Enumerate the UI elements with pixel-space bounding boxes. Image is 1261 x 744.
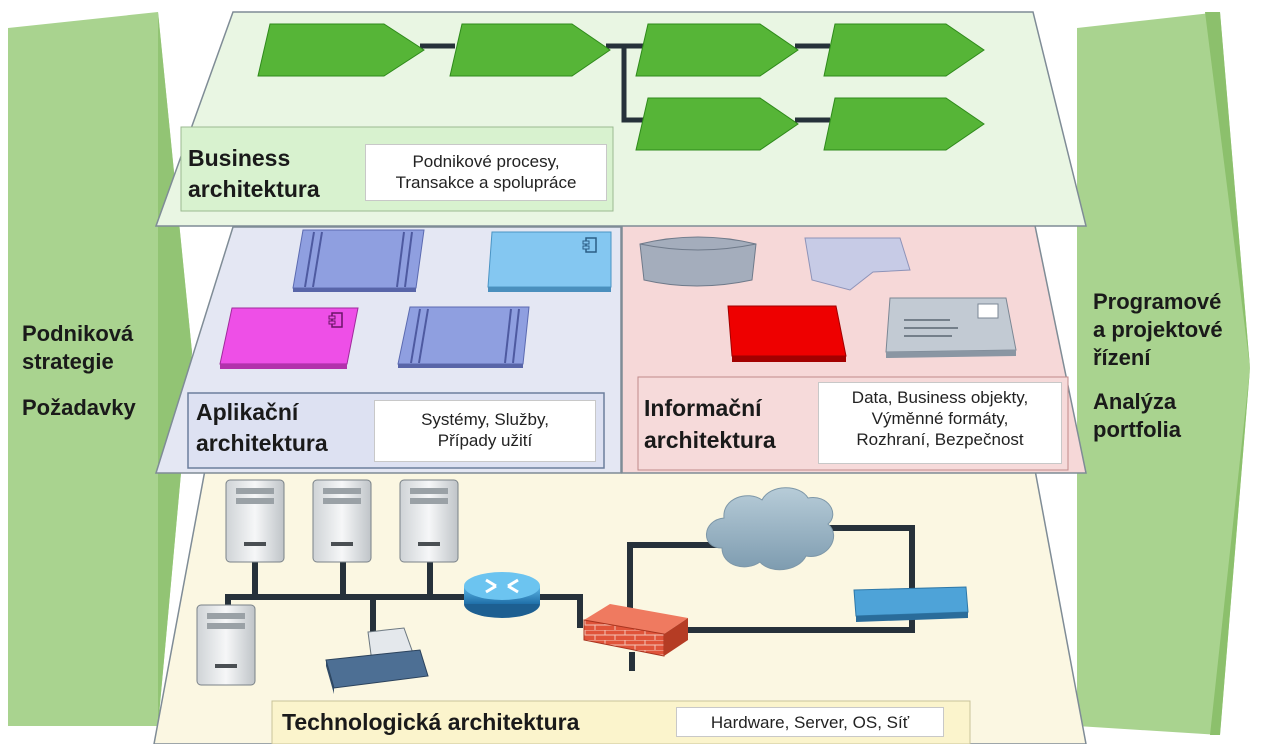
firewall-icon: [583, 604, 688, 657]
business-description-line1: Podnikové procesy,: [412, 152, 560, 171]
application-title-line2: architektura: [196, 430, 328, 456]
business-description: Podnikové procesy, Transakce a spoluprác…: [365, 144, 607, 201]
information-description-line1: Data, Business objekty,: [851, 388, 1029, 407]
program-label-line2: a projektové: [1093, 317, 1223, 342]
printer-icon: [325, 627, 429, 694]
information-title-line2: architektura: [644, 427, 776, 453]
technology-description: Hardware, Server, OS, Síť: [676, 707, 944, 737]
information-description-line2: Výměnné formáty,: [871, 409, 1009, 428]
business-title: Business architektura: [188, 144, 360, 204]
portfolio-label: Analýza: [1093, 389, 1177, 414]
application-title-line1: Aplikační: [196, 399, 299, 425]
server-icon: [312, 479, 372, 563]
router-icon: [464, 572, 540, 618]
application-title: Aplikační architektura: [196, 398, 368, 458]
portfolio-label-line2: portfolia: [1093, 417, 1181, 442]
process-step-arrow: [635, 23, 799, 77]
process-connectors: [420, 43, 830, 123]
business-description-line2: Transakce a spolupráce: [395, 173, 577, 192]
business-title-line2: architektura: [188, 176, 320, 202]
component-block-icon: [487, 231, 612, 292]
database-icon: [639, 236, 757, 287]
process-step-arrow: [449, 23, 611, 77]
network-cables: [225, 525, 915, 671]
server-icon: [225, 479, 285, 563]
system-block-icon: [397, 306, 530, 368]
server-icon: [196, 604, 256, 686]
technology-title: Technologická architektura: [282, 709, 580, 735]
document-flow-icon: [804, 237, 911, 291]
program-label: Programové: [1093, 289, 1222, 314]
process-step-arrow: [257, 23, 425, 77]
process-step-arrow: [823, 97, 985, 151]
message-envelope-icon: [885, 297, 1017, 358]
information-description-line3: Rozhraní, Bezpečnost: [856, 430, 1024, 449]
application-description-line2: Případy užití: [437, 431, 533, 450]
strategy-label: Podniková: [22, 321, 134, 346]
program-label-line3: řízení: [1093, 345, 1151, 370]
requirements-label: Požadavky: [22, 395, 136, 420]
switch-icon: [853, 586, 969, 622]
business-title-line1: Business: [188, 145, 291, 171]
application-description: Systémy, Služby, Případy užití: [374, 400, 596, 462]
server-icon: [399, 479, 459, 563]
strategy-label-line2: strategie: [22, 349, 114, 374]
right-pillar-text: Programové a projektové řízení Analýza p…: [1093, 288, 1255, 444]
process-step-arrow: [823, 23, 985, 77]
system-block-icon: [292, 229, 425, 292]
application-description-line1: Systémy, Služby,: [421, 410, 549, 429]
process-step-arrow: [635, 97, 799, 151]
information-title-line1: Informační: [644, 395, 762, 421]
left-pillar-text: Podniková strategie Požadavky: [22, 320, 172, 422]
strategy-pillar: [8, 12, 192, 726]
data-object-icon: [727, 305, 847, 362]
cloud-icon: [706, 487, 834, 571]
program-management-pillar: [1077, 12, 1250, 735]
component-block-icon: [219, 307, 359, 369]
information-description: Data, Business objekty, Výměnné formáty,…: [818, 382, 1062, 464]
information-title: Informační architektura: [644, 394, 820, 455]
